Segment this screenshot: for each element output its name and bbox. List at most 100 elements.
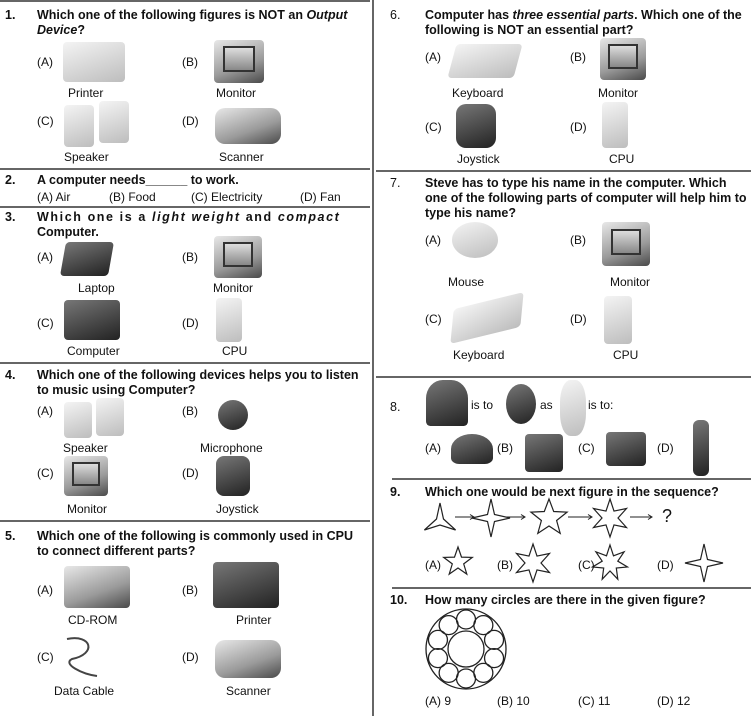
small-circle [483, 647, 505, 669]
option-c[interactable]: (C) Electricity [191, 190, 263, 204]
option-d[interactable]: (D) [657, 441, 674, 455]
small-circle [427, 629, 449, 651]
option-label: Keyboard [453, 348, 505, 362]
divider [376, 170, 751, 172]
option-d[interactable]: (D) [657, 558, 674, 572]
small-circle [438, 614, 459, 636]
option-a[interactable]: (A) 9 [425, 694, 452, 708]
option-c-star [590, 543, 630, 581]
cpu-image [216, 298, 242, 342]
option-b[interactable]: (B) [570, 233, 586, 247]
option-d-star [684, 543, 724, 583]
option-b[interactable]: (B) [497, 441, 513, 455]
question-text: Which one of the following devices helps… [37, 368, 359, 397]
question-text: Which one is a light weight and compact … [37, 210, 369, 240]
is-to-text: is to [471, 398, 494, 412]
microphone-image [218, 400, 248, 430]
arrow-icon [455, 514, 475, 520]
question-number: 2. [5, 173, 16, 187]
option-d[interactable]: (D) [182, 650, 199, 664]
option-b[interactable]: (B) Food [109, 190, 156, 204]
divider [0, 168, 370, 170]
boxing-glove-image [506, 384, 536, 424]
option-label: Mouse [448, 275, 485, 289]
option-label: Keyboard [452, 86, 504, 100]
text-part: light weight [152, 210, 241, 224]
option-c[interactable]: (C) [37, 466, 54, 480]
text-part: compact [277, 210, 341, 224]
option-label: Laptop [78, 281, 115, 295]
option-a[interactable]: (A) Air [37, 190, 71, 204]
option-a[interactable]: (A) [37, 250, 53, 264]
option-label: Joystick [216, 502, 259, 516]
small-circle [438, 662, 459, 684]
question-text: Steve has to type his name in the comput… [425, 176, 747, 220]
option-label: Scanner [219, 150, 264, 164]
monitor-image [214, 236, 262, 278]
option-b[interactable]: (B) [182, 55, 198, 69]
monitor-image [602, 222, 650, 266]
option-label: Monitor [216, 86, 257, 100]
option-d[interactable]: (D) [182, 466, 199, 480]
sequence-star-6 [591, 497, 629, 539]
circles-figure [425, 608, 507, 690]
option-a[interactable]: (A) [425, 50, 441, 64]
option-c[interactable]: (C) [578, 441, 595, 455]
arrow-icon [506, 514, 526, 520]
option-a[interactable]: (A) [425, 441, 441, 455]
text-part: Computer has [425, 8, 513, 22]
monitor-image [600, 38, 646, 80]
question-number: 1. [5, 8, 16, 22]
option-d[interactable]: (D) [570, 120, 587, 134]
arrow-icon [630, 514, 653, 520]
option-a[interactable]: (A) [425, 233, 441, 247]
option-c[interactable]: (C) [425, 120, 442, 134]
joystick-image [216, 456, 250, 496]
option-c[interactable]: (C) 11 [578, 694, 611, 708]
option-c[interactable]: (C) [37, 650, 54, 664]
option-b[interactable]: (B) [182, 250, 198, 264]
scanner-image [215, 108, 281, 144]
option-d[interactable]: (D) Fan [300, 190, 341, 204]
option-a[interactable]: (A) [37, 583, 53, 597]
option-d[interactable]: (D) [182, 114, 199, 128]
text-part: ? [77, 23, 85, 37]
camera-image [606, 432, 646, 466]
option-c[interactable]: (C) [578, 558, 595, 572]
option-c[interactable]: (C) [425, 312, 442, 326]
option-b[interactable]: (B) [497, 558, 513, 572]
question-text: Computer has three essential parts. Whic… [425, 8, 750, 38]
option-a[interactable]: (A) [37, 404, 53, 418]
cpu-image [604, 296, 632, 344]
option-c[interactable]: (C) [37, 316, 54, 330]
option-d[interactable]: (D) [182, 316, 199, 330]
foot-image [560, 380, 586, 436]
text-part: Which one is a [37, 210, 152, 224]
option-a[interactable]: (A) [425, 558, 441, 572]
option-b[interactable]: (B) [570, 50, 586, 64]
option-b[interactable]: (B) [182, 404, 198, 418]
option-b[interactable]: (B) [182, 583, 198, 597]
option-d[interactable]: (D) [570, 312, 587, 326]
question-number: 6. [390, 8, 401, 22]
option-a[interactable]: (A) [37, 55, 53, 69]
question-text: Which one of the following figures is NO… [37, 8, 367, 38]
option-c[interactable]: (C) [37, 114, 54, 128]
divider [0, 362, 370, 364]
printer-image [213, 562, 279, 608]
option-label: CPU [222, 344, 248, 358]
printer-image [63, 42, 125, 82]
monitor-image [214, 40, 264, 83]
option-label: Printer [236, 613, 272, 627]
joystick-image [456, 104, 496, 148]
option-b[interactable]: (B) 10 [497, 694, 530, 708]
cpu-image [602, 102, 628, 148]
option-b-star [514, 542, 552, 584]
divider [392, 587, 751, 589]
text-part: three essential parts [512, 8, 635, 22]
option-d[interactable]: (D) 12 [657, 694, 691, 708]
center-circle [447, 630, 485, 668]
question-text: A computer needs______ to work. [37, 173, 239, 187]
divider [0, 206, 370, 208]
